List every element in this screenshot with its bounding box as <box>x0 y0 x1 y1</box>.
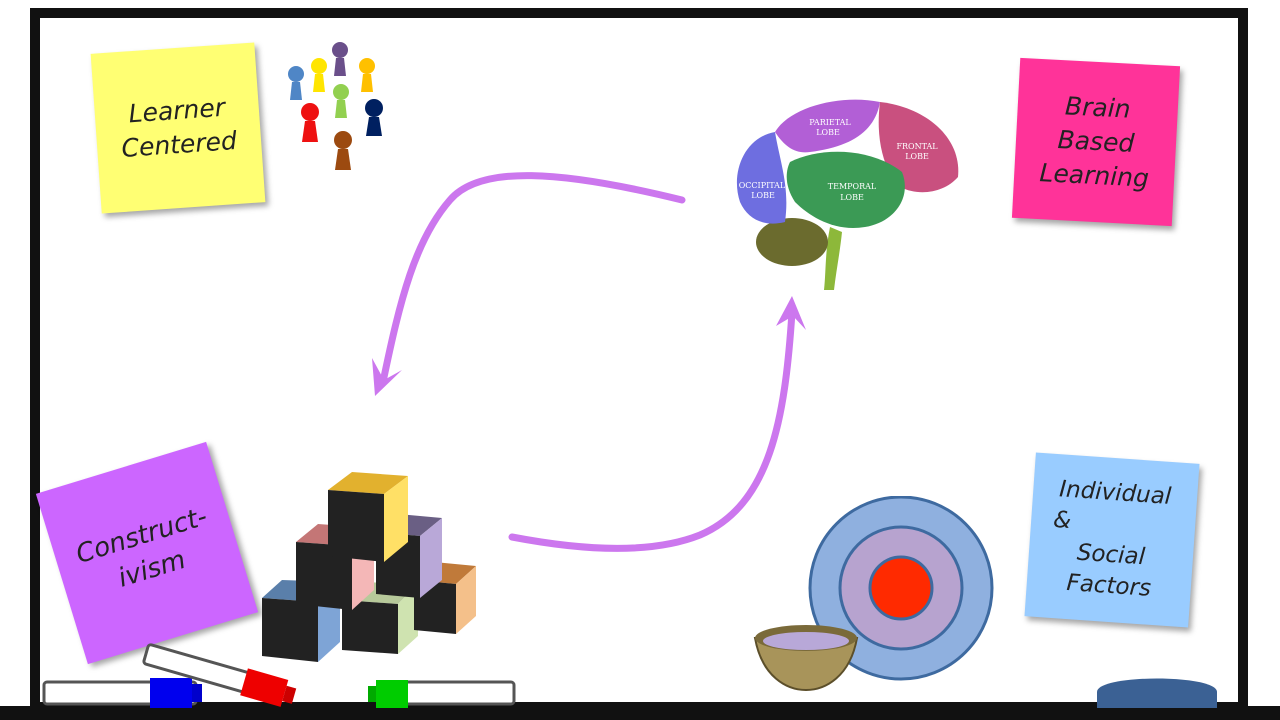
people-pawns-icon <box>288 42 383 170</box>
lobe-label: PARIETAL <box>809 118 851 127</box>
brain-icon: PARIETAL LOBE FRONTAL LOBE OCCIPITAL LOB… <box>736 99 959 290</box>
arrowhead <box>776 296 806 330</box>
pawn <box>301 103 319 142</box>
whiteboard-tray <box>0 706 1280 720</box>
arrow-to-brain <box>508 308 796 552</box>
block <box>328 472 408 562</box>
arrow-to-constructivism <box>379 172 686 386</box>
bowl-icon <box>753 625 859 692</box>
eraser-icon <box>1097 678 1217 708</box>
lobe-label: LOBE <box>905 152 929 161</box>
target-icon <box>808 496 994 681</box>
arrowhead <box>372 358 402 396</box>
pawn <box>311 58 327 92</box>
lobe-label: LOBE <box>840 193 864 202</box>
pawn <box>288 66 304 100</box>
blocks-icon <box>262 472 476 662</box>
pawn <box>332 42 348 76</box>
green-marker <box>368 680 516 708</box>
lobe-label: FRONTAL <box>896 142 938 151</box>
pawn <box>359 58 375 92</box>
pawn <box>365 99 383 136</box>
lobe-label: TEMPORAL <box>828 182 877 191</box>
lobe-label: LOBE <box>751 191 775 200</box>
red-marker <box>142 643 297 707</box>
blue-marker <box>42 678 202 708</box>
pawn <box>333 84 349 118</box>
lobe-label: LOBE <box>816 128 840 137</box>
markers-icon <box>42 643 516 708</box>
pawn <box>334 131 352 170</box>
lobe-label: OCCIPITAL <box>739 181 786 190</box>
